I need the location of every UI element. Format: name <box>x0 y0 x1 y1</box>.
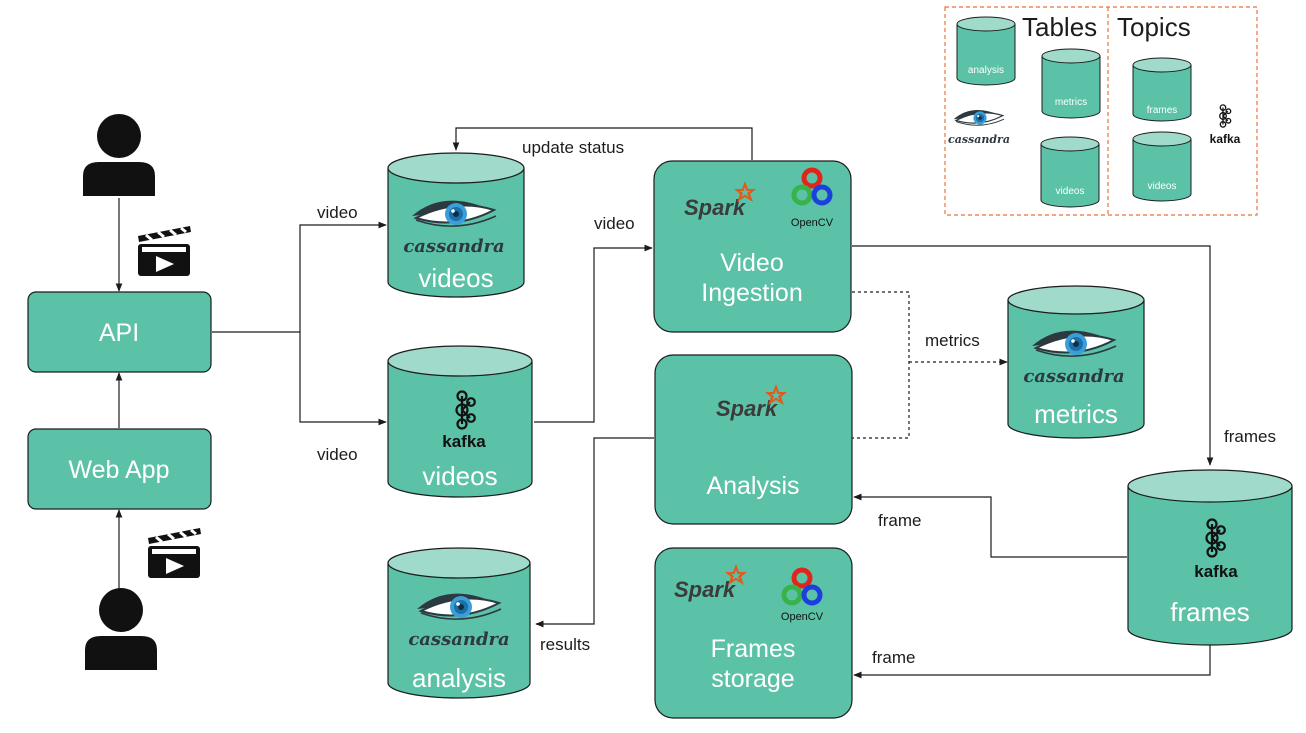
video-ingestion-label-2: Ingestion <box>701 279 802 307</box>
edge-label-video-bottom: video <box>317 445 358 464</box>
legend-cassandra-logo <box>952 109 1005 126</box>
legend-panel: Tables Topics analysis metrics videos ca… <box>944 6 1258 216</box>
webapp-box: Web App <box>27 428 212 510</box>
edge-label-frame-storage: frame <box>872 648 915 667</box>
edge-update-status <box>452 127 753 160</box>
cassandra-analysis-cylinder: cassandra analysis <box>387 547 531 699</box>
kafka-logo-text: kafka <box>1194 562 1238 581</box>
edge-kafka-ingestion <box>534 244 653 423</box>
edge-label-results: results <box>540 635 590 654</box>
edge-label-frames: frames <box>1224 427 1276 446</box>
svg-text:videos: videos <box>1148 181 1177 192</box>
edge-label-metrics: metrics <box>925 331 980 350</box>
legend-topics-title: Topics <box>1117 12 1191 42</box>
edge-frames-storage <box>853 645 1211 679</box>
legend-kafka-text: kafka <box>1210 132 1241 146</box>
edge-api-kafka-videos <box>299 332 387 426</box>
video-ingestion-label-1: Video <box>720 249 784 277</box>
kafka-frames-cylinder: kafka frames <box>1127 469 1293 646</box>
cassandra-logo-text: cassandra <box>408 629 509 650</box>
kafka-logo-text: kafka <box>442 432 486 451</box>
video-ingestion-box: Spark OpenCV Video Ingestion <box>653 160 852 333</box>
user-icon <box>85 588 157 670</box>
svg-text:analysis: analysis <box>968 65 1004 76</box>
cassandra-analysis-label: analysis <box>412 663 506 693</box>
analysis-box: Spark Analysis <box>654 354 853 525</box>
webapp-label: Web App <box>68 456 169 484</box>
cassandra-eye-icon <box>952 109 1005 126</box>
svg-text:metrics: metrics <box>1055 97 1087 108</box>
cassandra-videos-label: videos <box>418 263 493 293</box>
kafka-videos-label: videos <box>422 461 497 491</box>
cassandra-logo-text: cassandra <box>403 236 504 257</box>
cassandra-metrics-label: metrics <box>1034 399 1118 429</box>
legend-kafka-logo <box>1219 104 1232 128</box>
legend-topic-frames: frames <box>1132 57 1192 122</box>
kafka-videos-cylinder: kafka videos <box>387 345 533 498</box>
frames-storage-label-1: Frames <box>711 635 796 663</box>
clapperboard-icon <box>146 526 203 580</box>
legend-table-analysis: analysis <box>956 16 1016 86</box>
frames-storage-label-2: storage <box>711 665 794 693</box>
api-label: API <box>99 319 139 347</box>
opencv-logo-text: OpenCV <box>791 217 834 229</box>
clapperboard-icon <box>136 224 193 278</box>
edge-frames-analysis <box>853 493 1127 558</box>
cassandra-logo-text: cassandra <box>1023 366 1124 387</box>
edge-analysis-results <box>535 437 654 628</box>
legend-topic-videos: videos <box>1132 131 1192 202</box>
spark-logo-text: Spark <box>716 396 779 421</box>
svg-text:videos: videos <box>1056 186 1085 197</box>
user-icon <box>83 114 155 196</box>
kafka-icon <box>1219 104 1232 128</box>
frames-storage-box: Spark OpenCV Frames storage <box>654 547 853 719</box>
spark-logo-text: Spark <box>684 195 747 220</box>
legend-table-videos: videos <box>1040 136 1100 208</box>
spark-logo-text: Spark <box>674 577 737 602</box>
edge-api-cass-videos <box>212 221 387 333</box>
edge-label-video-top: video <box>317 203 358 222</box>
edge-ingestion-frames <box>852 245 1214 466</box>
cassandra-metrics-cylinder: cassandra metrics <box>1007 285 1145 439</box>
edge-label-frame-analysis: frame <box>878 511 921 530</box>
analysis-label: Analysis <box>706 472 799 500</box>
legend-cassandra-text: cassandra <box>948 133 1010 146</box>
legend-table-metrics: metrics <box>1041 48 1101 119</box>
edge-label-update-status: update status <box>522 138 624 157</box>
kafka-frames-label: frames <box>1170 597 1249 627</box>
legend-tables-title: Tables <box>1022 12 1097 42</box>
cassandra-videos-cylinder: cassandra videos <box>387 152 525 298</box>
opencv-logo-text: OpenCV <box>781 611 824 623</box>
edge-ingestion-metrics <box>852 291 910 439</box>
svg-text:frames: frames <box>1147 105 1178 116</box>
edge-label-video-ingest: video <box>594 214 635 233</box>
api-box: API <box>27 291 212 373</box>
